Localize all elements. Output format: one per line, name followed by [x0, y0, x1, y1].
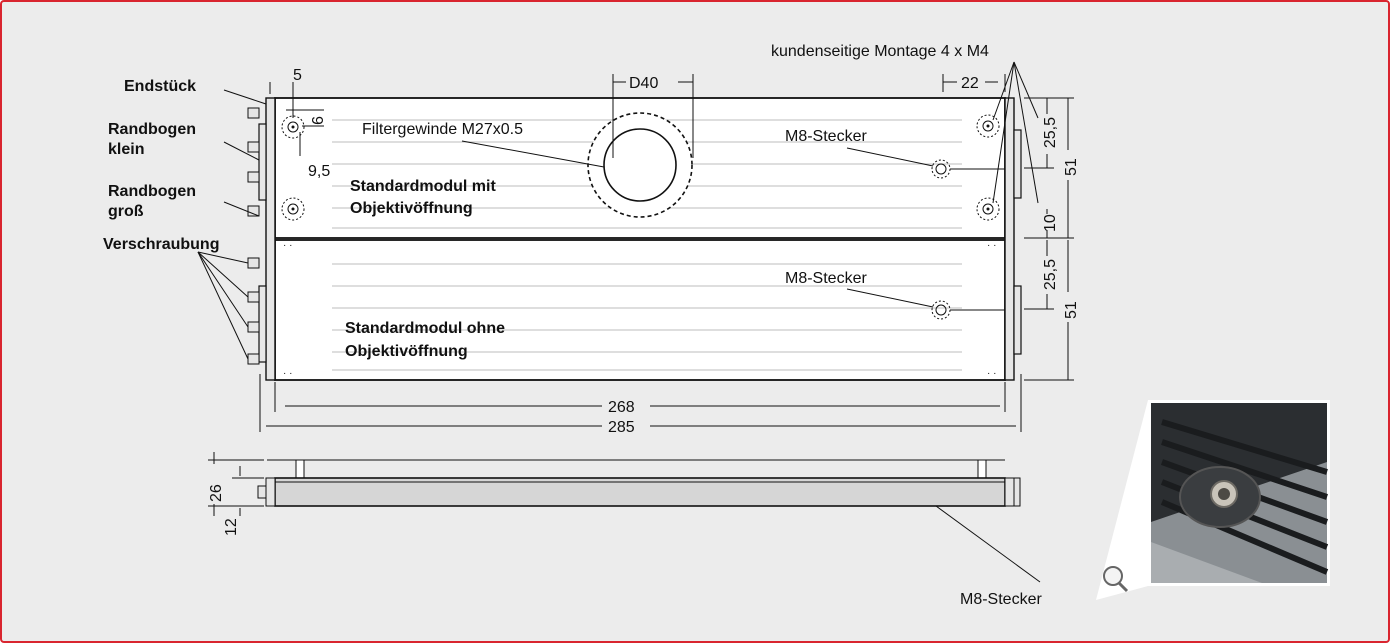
- label-randbogen-gross-2: groß: [108, 203, 144, 220]
- photo-callout: [1096, 400, 1330, 600]
- label-endstueck: Endstück: [124, 78, 196, 95]
- lens-opening: [603, 128, 677, 202]
- dim-26: 26: [208, 484, 225, 502]
- dim-right-lines: [1024, 97, 1074, 381]
- left-end-pieces: [247, 97, 276, 381]
- svg-text:· ·: · ·: [283, 240, 292, 251]
- dim-d9-lines: [286, 109, 324, 156]
- mount-hole-tr: [976, 114, 1000, 138]
- dim-d9-5: 9,5: [308, 163, 330, 180]
- label-module-with-2: Objektivöffnung: [350, 200, 473, 217]
- dim-25-5-bottom: 25,5: [1042, 259, 1059, 290]
- label-module-with-1: Standardmodul mit: [350, 178, 496, 195]
- mount-hole-tl: [281, 115, 305, 139]
- leader-montage: [992, 61, 1039, 204]
- m8-connector-middle: [931, 300, 1005, 320]
- dim-d5: 5: [293, 67, 302, 84]
- cooling-fins-bottom: [332, 263, 962, 371]
- label-randbogen-klein-2: klein: [108, 141, 144, 158]
- leader-filtergewinde: [461, 140, 605, 168]
- mount-hole-bl: [281, 197, 305, 221]
- m8-connector-top: [931, 159, 1005, 179]
- dim-51-top: 51: [1063, 158, 1080, 176]
- dim-d40: D40: [629, 75, 658, 92]
- svg-text:· ·: · ·: [987, 368, 996, 379]
- label-montage: kundenseitige Montage 4 x M4: [771, 43, 989, 60]
- dim-268: 268: [608, 399, 635, 416]
- left-leaders: [197, 89, 267, 360]
- mount-hole-br: [976, 197, 1000, 221]
- dim-285: 285: [608, 419, 635, 436]
- module-without-opening: · · · · · · · ·: [274, 239, 1006, 381]
- dim-d40-lines: [612, 74, 694, 158]
- module-with-opening: [274, 97, 1006, 239]
- side-view: [257, 459, 1041, 583]
- leader-m8-middle: [846, 288, 934, 308]
- magnifier-icon[interactable]: [1103, 566, 1129, 593]
- label-m8-middle: M8-Stecker: [785, 270, 867, 287]
- dim-d22-lines: [942, 74, 1006, 92]
- right-end-pieces: [1004, 97, 1022, 381]
- svg-text:· ·: · ·: [987, 240, 996, 251]
- label-verschraubung: Verschraubung: [103, 236, 219, 253]
- dim-d5-lines: [269, 82, 294, 118]
- m8-connector-photo: [1151, 403, 1329, 583]
- label-m8-bottom: M8-Stecker: [960, 591, 1042, 608]
- label-filtergewinde: Filtergewinde M27x0.5: [362, 121, 523, 138]
- dim-d9: 9: [308, 116, 325, 125]
- svg-text:· ·: · ·: [283, 368, 292, 379]
- label-randbogen-gross-1: Randbogen: [108, 183, 196, 200]
- dim-12: 12: [223, 518, 240, 536]
- label-randbogen-klein-1: Randbogen: [108, 121, 196, 138]
- label-module-without-1: Standardmodul ohne: [345, 320, 505, 337]
- dim-10: 10: [1042, 214, 1059, 232]
- dim-25-5-top: 25,5: [1042, 117, 1059, 148]
- label-m8-top: M8-Stecker: [785, 128, 867, 145]
- label-module-without-2: Objektivöffnung: [345, 343, 468, 360]
- dim-51-bottom: 51: [1063, 301, 1080, 319]
- dim-d22: 22: [961, 75, 979, 92]
- dim-side-lines: [208, 452, 264, 516]
- leader-m8-top: [846, 147, 934, 167]
- dim-width-lines: [259, 374, 1022, 432]
